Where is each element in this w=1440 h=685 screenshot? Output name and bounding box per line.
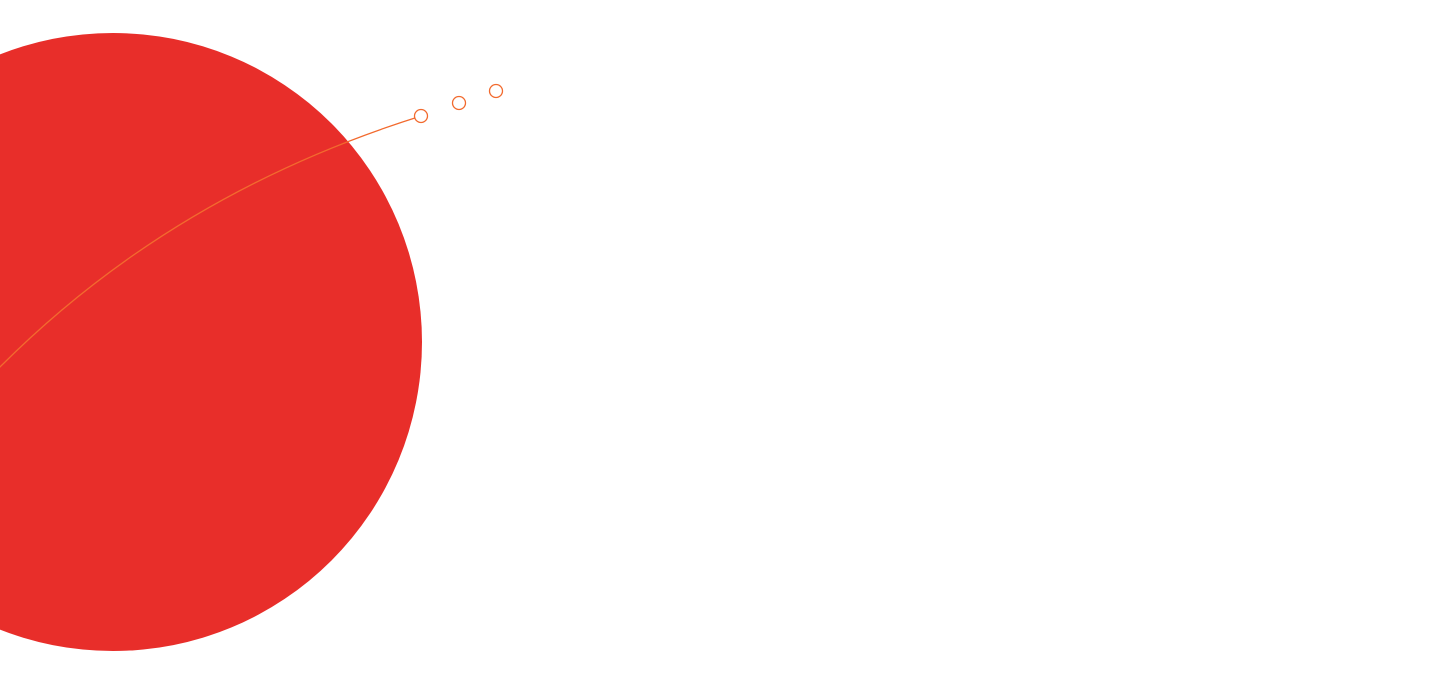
orbit-curve-line xyxy=(0,116,419,368)
large-red-circle xyxy=(0,33,422,651)
ring-dot-2 xyxy=(451,95,467,111)
ring-dot-1 xyxy=(413,108,429,124)
ring-dot-3 xyxy=(488,83,504,99)
